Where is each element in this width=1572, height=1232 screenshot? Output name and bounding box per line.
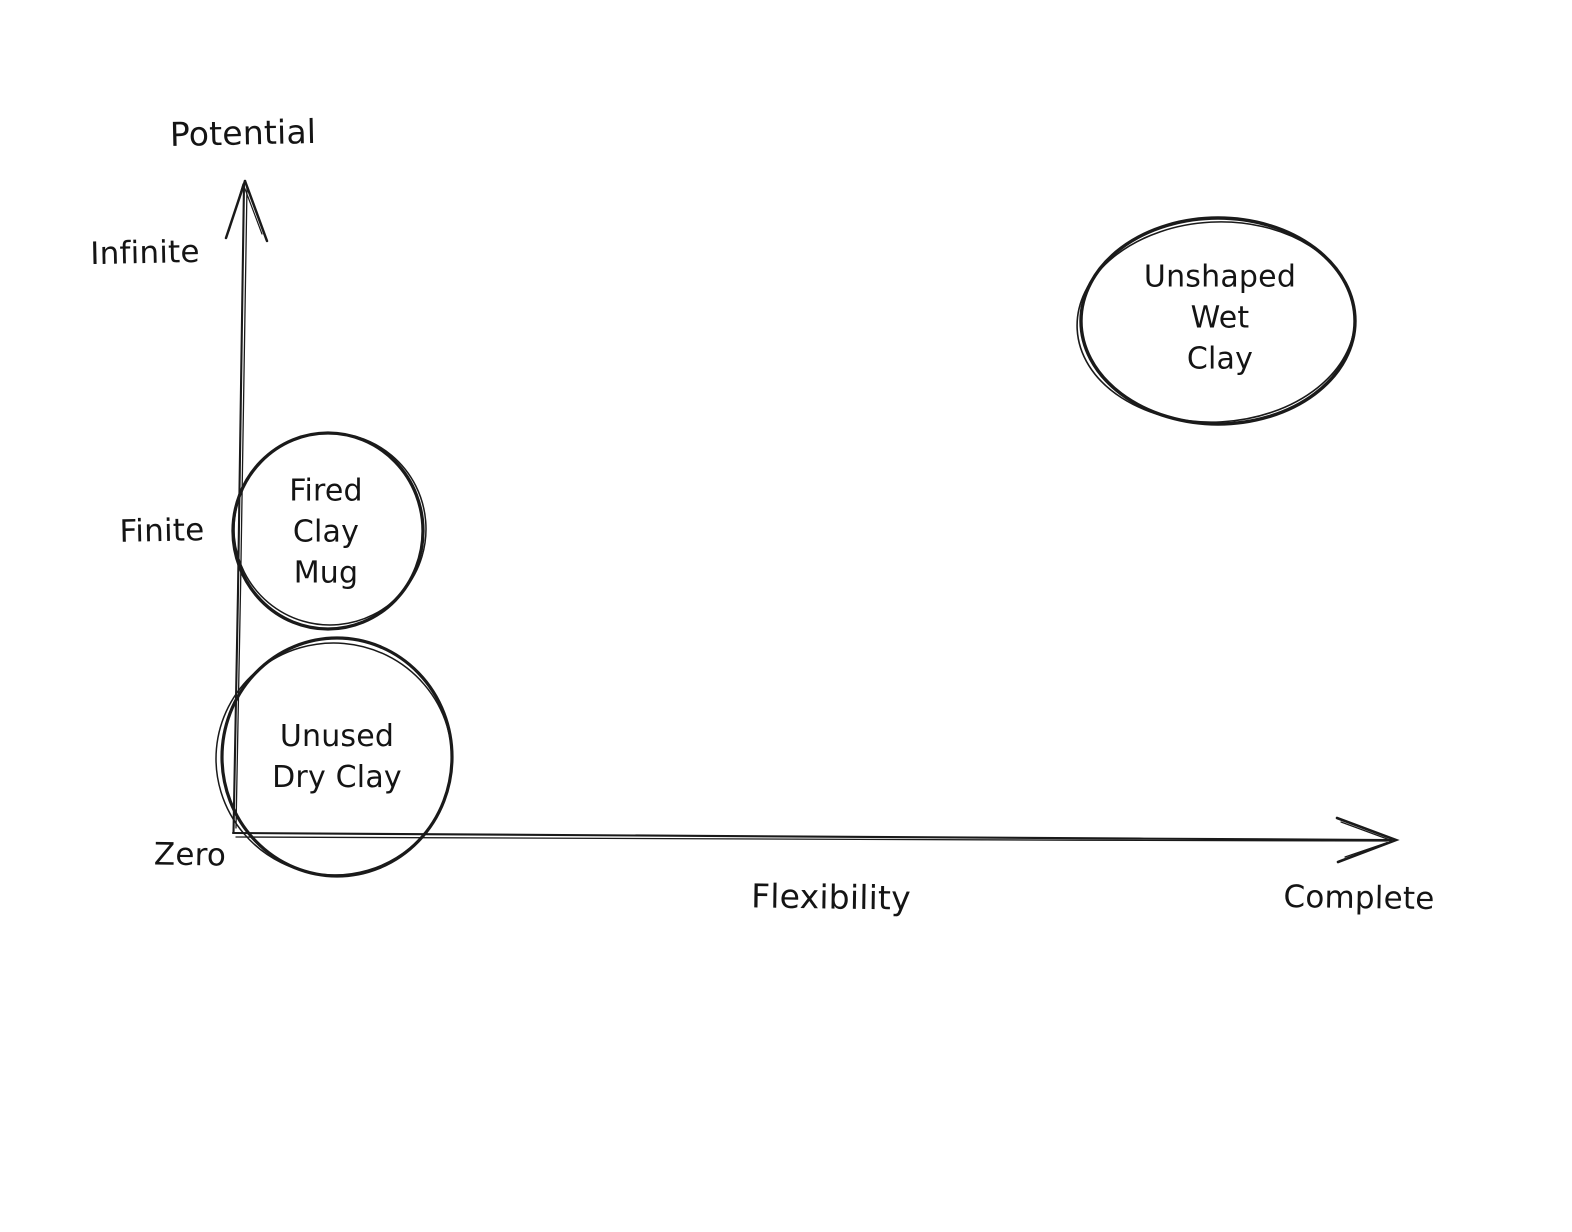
node-fired-clay-mug: Fired Clay Mug: [289, 471, 363, 594]
y-tick-zero: Zero: [153, 836, 227, 874]
y-tick-infinite: Infinite: [89, 233, 201, 273]
x-axis-title: Flexibility: [750, 876, 912, 918]
node-label-line: Mug: [293, 555, 359, 591]
node-label-line: Unused: [279, 719, 395, 754]
node-label-line: Clay: [1186, 341, 1254, 377]
node-unshaped-wet-clay: Unshaped Wet Clay: [1144, 257, 1296, 380]
y-tick-finite: Finite: [119, 512, 205, 550]
node-unused-dry-clay: Unused Dry Clay: [272, 716, 402, 798]
node-label-line: Clay: [292, 514, 360, 550]
node-label-line: Dry Clay: [272, 760, 402, 795]
x-tick-complete: Complete: [1283, 878, 1435, 918]
node-label-line: Unshaped: [1143, 259, 1297, 295]
node-label-line: Wet: [1190, 300, 1250, 336]
x-axis-arrowhead-icon: [1335, 816, 1400, 864]
y-axis-arrowhead-icon: [224, 179, 269, 243]
x-axis-line: [231, 831, 1393, 842]
node-unused-dry-clay-outline: [215, 636, 454, 878]
node-fired-clay-mug-outline: [231, 431, 427, 631]
y-axis-title: Potential: [169, 111, 317, 155]
node-unshaped-wet-clay-outline: [1076, 216, 1357, 426]
node-label-line: Fired: [289, 473, 363, 509]
